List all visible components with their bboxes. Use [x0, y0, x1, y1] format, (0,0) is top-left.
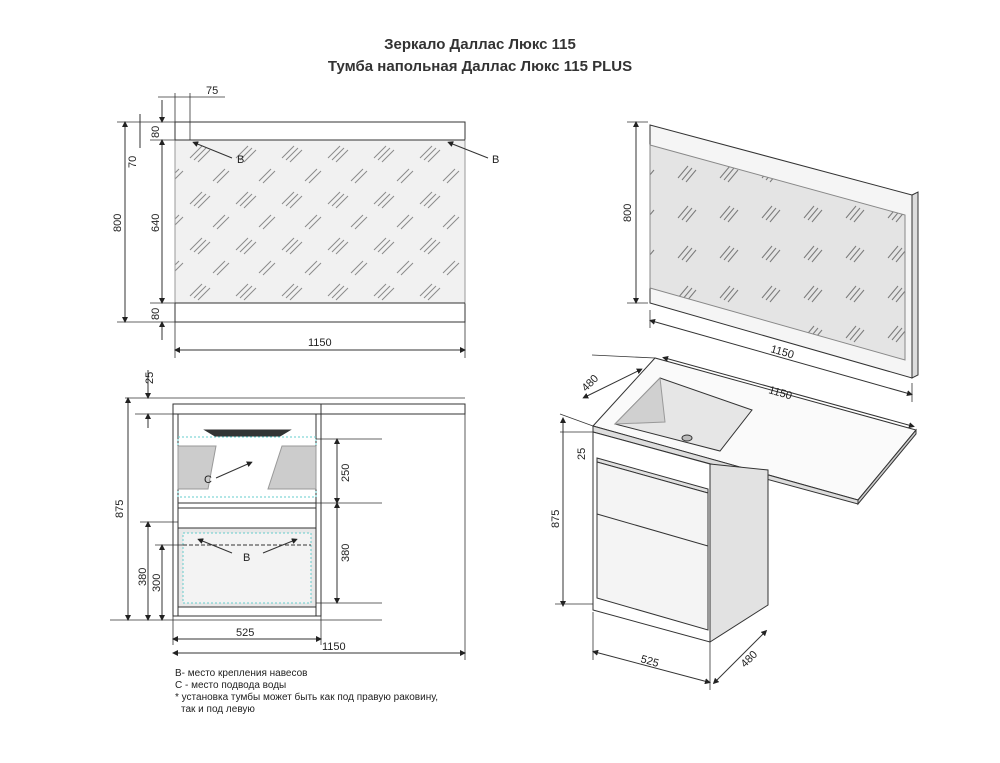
dim-left-300: 300	[151, 574, 163, 592]
dim-cabinet-depth: 525	[236, 627, 254, 639]
dim-75: 75	[206, 85, 218, 97]
dim-hole-offset: 70	[127, 156, 139, 168]
dim-drawer1: 250	[340, 464, 352, 482]
marker-b-left: В	[237, 154, 244, 166]
dim-3d-mirror-width: 1150	[769, 343, 795, 361]
note-c: С - место подвода воды	[175, 680, 287, 691]
dim-bottom-frame: 80	[150, 308, 162, 320]
mirror-3d-view	[627, 121, 919, 402]
marker-c: С	[204, 474, 212, 486]
dim-left-380: 380	[137, 568, 149, 586]
dim-cabinet-width: 1150	[322, 641, 346, 653]
dim-mirror-width: 1150	[308, 337, 332, 349]
cabinet-3d-view	[555, 354, 917, 690]
mirror-front-view	[117, 93, 489, 358]
title-mirror: Зеркало Даллас Люкс 115	[384, 36, 576, 53]
dim-drawer2: 380	[340, 544, 352, 562]
dim-3d-side: 480	[739, 649, 760, 670]
note-install: * установка тумбы может быть как под пра…	[175, 692, 438, 703]
dim-glass: 640	[150, 214, 162, 232]
dim-cabinet-height: 875	[114, 500, 126, 518]
marker-b-right: В	[492, 154, 499, 166]
cabinet-dimension-labels: 25 875 250 380 380 300 525 1150 С В	[114, 372, 352, 653]
mirror-dimension-labels: 75 80 70 800 640 80 1150 В В	[112, 85, 499, 349]
dim-3d-height: 875	[550, 510, 562, 528]
dim-mirror-height: 800	[112, 214, 124, 232]
legend-notes: В- место крепления навесов С - место под…	[175, 668, 438, 716]
dim-top-frame: 80	[150, 126, 162, 138]
marker-b: В	[243, 552, 250, 564]
dim-top-thickness: 25	[144, 372, 156, 384]
note-b: В- место крепления навесов	[175, 668, 308, 679]
dim-3d-mirror-height: 800	[622, 204, 634, 222]
title-cabinet: Тумба напольная Даллас Люкс 115 PLUS	[327, 58, 633, 75]
dim-3d-top: 25	[576, 448, 588, 460]
cabinet-front-view	[110, 370, 466, 660]
dim-3d-depth-bottom: 525	[639, 653, 660, 670]
note-install-cont: так и под левую	[181, 704, 255, 715]
